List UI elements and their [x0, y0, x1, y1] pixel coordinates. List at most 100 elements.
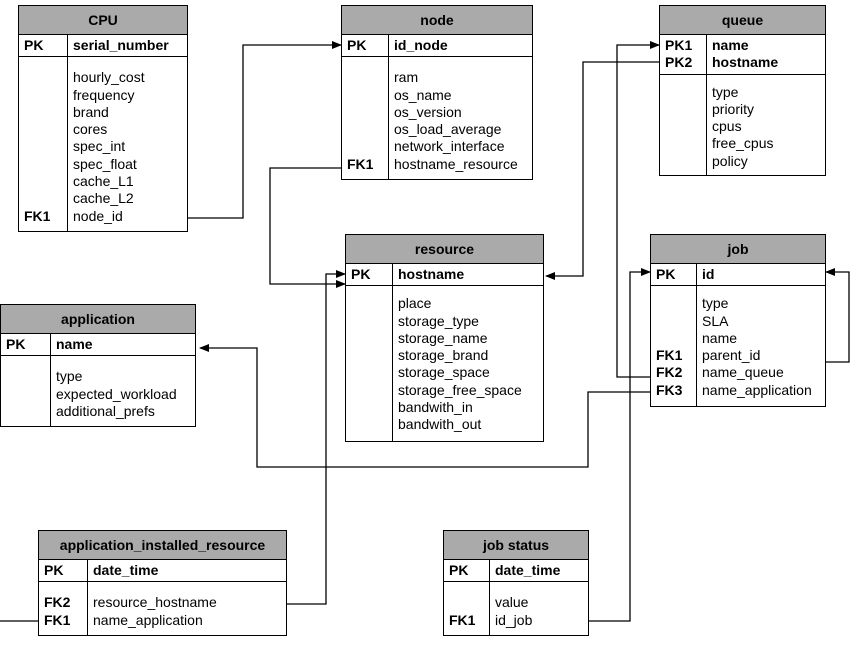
key-label: FK1	[347, 155, 374, 172]
attribute-row: storage_type	[346, 313, 543, 330]
field-name: spec_int	[73, 138, 126, 155]
field-name: id_node	[394, 37, 448, 53]
attribute-row: SLA	[651, 313, 825, 330]
attribute-row: type	[660, 84, 825, 101]
key-label: PK	[347, 37, 367, 53]
attribute-row: storage_brand	[346, 347, 543, 364]
field-name: cores	[73, 121, 108, 138]
field-name: cache_L1	[73, 173, 134, 190]
pk-queue-resource	[545, 61, 659, 280]
key-label: PK	[656, 266, 676, 282]
key-label: PK2	[665, 54, 693, 71]
field-name: hostname_resource	[394, 155, 518, 172]
key-label: PK	[44, 562, 64, 578]
pk-row: PK serial_number	[19, 37, 187, 54]
attribute-row: FK1 node_id	[19, 208, 187, 225]
attribute-row: cache_L1	[19, 173, 187, 190]
field-name: storage_name	[398, 329, 488, 346]
attribute-row: storage_name	[346, 330, 543, 347]
pk-row: PK id_node	[342, 37, 532, 54]
column-divider	[489, 559, 490, 635]
field-name: name_queue	[702, 364, 784, 381]
field-name: ram	[394, 69, 419, 86]
key-label: PK	[351, 266, 371, 282]
fk-air-resource	[287, 270, 346, 605]
key-label: FK1	[449, 611, 476, 628]
field-name: serial_number	[73, 37, 169, 53]
column-divider	[50, 333, 51, 427]
field-name: place	[398, 295, 432, 312]
pk-row: PK date_time	[39, 562, 286, 579]
column-divider	[696, 263, 697, 407]
entity-title: application_installed_resource	[39, 531, 286, 560]
attribute-row: cores	[19, 121, 187, 138]
entity-title: resource	[346, 235, 543, 264]
field-name: value	[495, 594, 529, 611]
primary-key-section: PK id_node	[342, 35, 532, 58]
field-name: os_load_average	[394, 121, 502, 138]
field-name: type	[712, 83, 739, 100]
attribute-row: bandwith_in	[346, 399, 543, 416]
entity-title: CPU	[19, 6, 187, 35]
field-name: os_name	[394, 86, 452, 103]
attribute-row: free_cpus	[660, 135, 825, 152]
field-name: hourly_cost	[73, 69, 145, 86]
attribute-row: spec_float	[19, 156, 187, 173]
attribute-row: hourly_cost	[19, 69, 187, 86]
column-divider	[706, 34, 707, 176]
field-name: date_time	[93, 562, 159, 578]
field-name: policy	[712, 152, 748, 169]
primary-key-section: PK hostname	[346, 264, 543, 287]
field-name: node_id	[73, 207, 123, 224]
field-name: id	[702, 266, 715, 282]
field-name: parent_id	[702, 347, 761, 364]
attribute-row: additional_prefs	[1, 403, 195, 420]
field-name: os_version	[394, 103, 462, 120]
column-divider	[392, 263, 393, 441]
field-name: name_application	[702, 381, 812, 398]
primary-key-section: PK serial_number	[19, 35, 187, 58]
attribute-row: type	[1, 368, 195, 385]
field-name: expected_workload	[56, 385, 177, 402]
attribute-row: frequency	[19, 87, 187, 104]
key-label: FK1	[24, 207, 51, 224]
field-name: storage_free_space	[398, 381, 522, 398]
fk-node-resource	[269, 167, 346, 288]
field-name: hostname	[712, 54, 779, 71]
key-label: PK	[24, 37, 44, 53]
field-name: date_time	[495, 562, 561, 578]
attribute-row: os_load_average	[342, 121, 532, 138]
field-name: network_interface	[394, 138, 505, 155]
key-label: PK	[6, 336, 26, 352]
entity-title: application	[1, 305, 195, 334]
field-name: priority	[712, 100, 755, 117]
field-name: hostname	[398, 266, 465, 282]
field-name: name_application	[93, 611, 203, 628]
attribute-row: spec_int	[19, 138, 187, 155]
attribute-row: type	[651, 295, 825, 312]
field-name: bandwith_in	[398, 399, 473, 416]
attribute-row: network_interface	[342, 138, 532, 155]
field-name: cache_L2	[73, 190, 134, 207]
field-name: free_cpus	[712, 135, 774, 152]
attribute-row: storage_space	[346, 364, 543, 381]
